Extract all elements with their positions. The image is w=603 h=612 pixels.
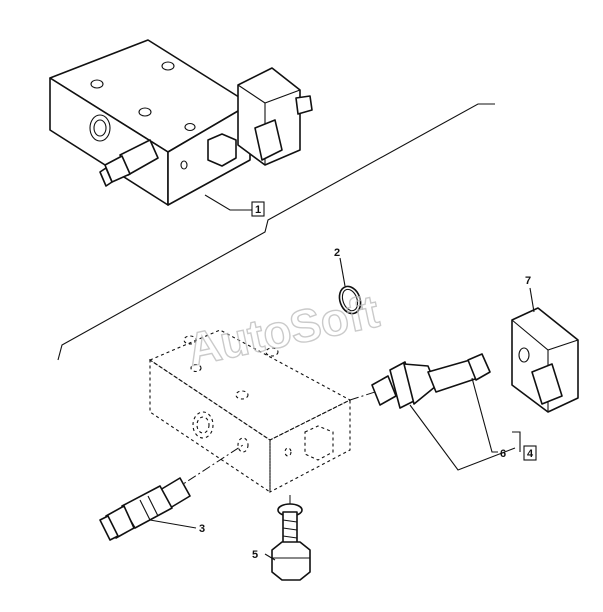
part-2-o-ring: 2	[334, 247, 362, 315]
callout-1: 1	[251, 201, 265, 217]
part-5-plug: 5	[252, 503, 311, 581]
part-7-solenoid-coil: 7	[511, 275, 579, 413]
callout-4-label: 4	[527, 448, 534, 460]
callout-6-label: 6	[500, 448, 506, 460]
callout-4: 4	[523, 445, 537, 461]
autosoft-watermark: AutoSoft	[183, 285, 384, 376]
callout-5-label: 5	[252, 549, 258, 561]
assembly-separator-line	[57, 103, 495, 361]
centerline-cartridge	[173, 444, 244, 491]
part-6-valve-cartridge: 6	[371, 353, 521, 471]
centerline-coil	[349, 391, 376, 401]
callout-7-label: 7	[525, 275, 531, 287]
callout-3-label: 3	[199, 523, 205, 535]
callout-1-label: 1	[255, 204, 261, 216]
part-3-cartridge: 3	[99, 477, 205, 541]
assembled-valve-block	[49, 39, 313, 211]
callout-2-label: 2	[334, 247, 340, 259]
